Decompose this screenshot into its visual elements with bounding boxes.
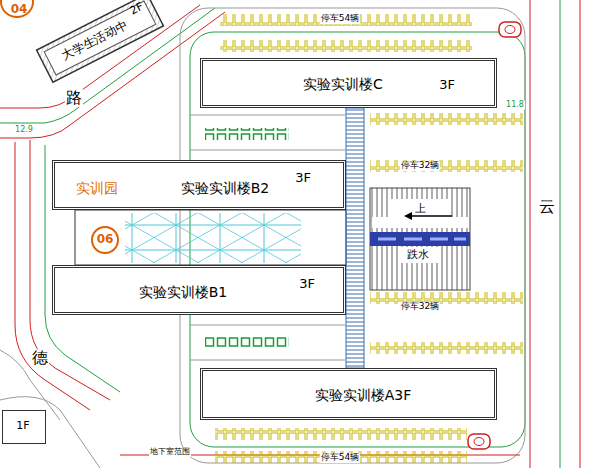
node-text: 06 — [97, 233, 114, 246]
lab-building: 实验实训楼C 3F — [200, 58, 497, 108]
elevation: 11.8 — [505, 101, 525, 110]
campus-building: 大学生活动中2F — [37, 0, 164, 82]
node-text: 实验实训楼C — [303, 77, 383, 92]
lab-building: 实验实训楼A3F — [200, 368, 497, 420]
building: 1F — [2, 410, 46, 444]
road-name: 德 — [31, 349, 49, 367]
node-text: 3F — [439, 78, 455, 92]
callout-circle: 04 — [0, 0, 34, 18]
node-text: 实验实训楼B2 — [181, 181, 270, 196]
node-text: 大学生活动中 — [60, 19, 130, 63]
road-name: 路 — [65, 89, 83, 107]
cascade-water: 上跌水 — [370, 188, 470, 290]
lab-building: 实训园 实验实训楼B2 3F — [52, 160, 346, 210]
node-text: 实验实训楼A3F — [315, 388, 412, 403]
node-text: 实验实训楼B1 — [139, 285, 228, 300]
callout-circle: 06 — [91, 226, 119, 254]
node-text: 实训园 — [76, 181, 118, 196]
lab-building: 实验实训楼B1 3F — [52, 265, 346, 315]
parking-label: 停车32辆 — [400, 161, 440, 171]
elevation: 12.9 — [14, 126, 34, 135]
node-text: 1F — [16, 420, 29, 432]
parking-label: 停车54辆 — [320, 453, 360, 463]
parking-label: 停车54辆 — [320, 14, 360, 24]
node-text: 3F — [295, 171, 311, 185]
note: 地下室范围 — [149, 448, 191, 457]
node-text: 04 — [11, 3, 28, 16]
node-text: 2F — [128, 1, 145, 18]
road-name: 云 — [538, 198, 556, 216]
node-text: 跌水 — [407, 249, 429, 261]
node-text: 上 — [415, 203, 426, 215]
node-text: 3F — [299, 277, 315, 291]
parking-label: 停车32辆 — [400, 302, 440, 312]
